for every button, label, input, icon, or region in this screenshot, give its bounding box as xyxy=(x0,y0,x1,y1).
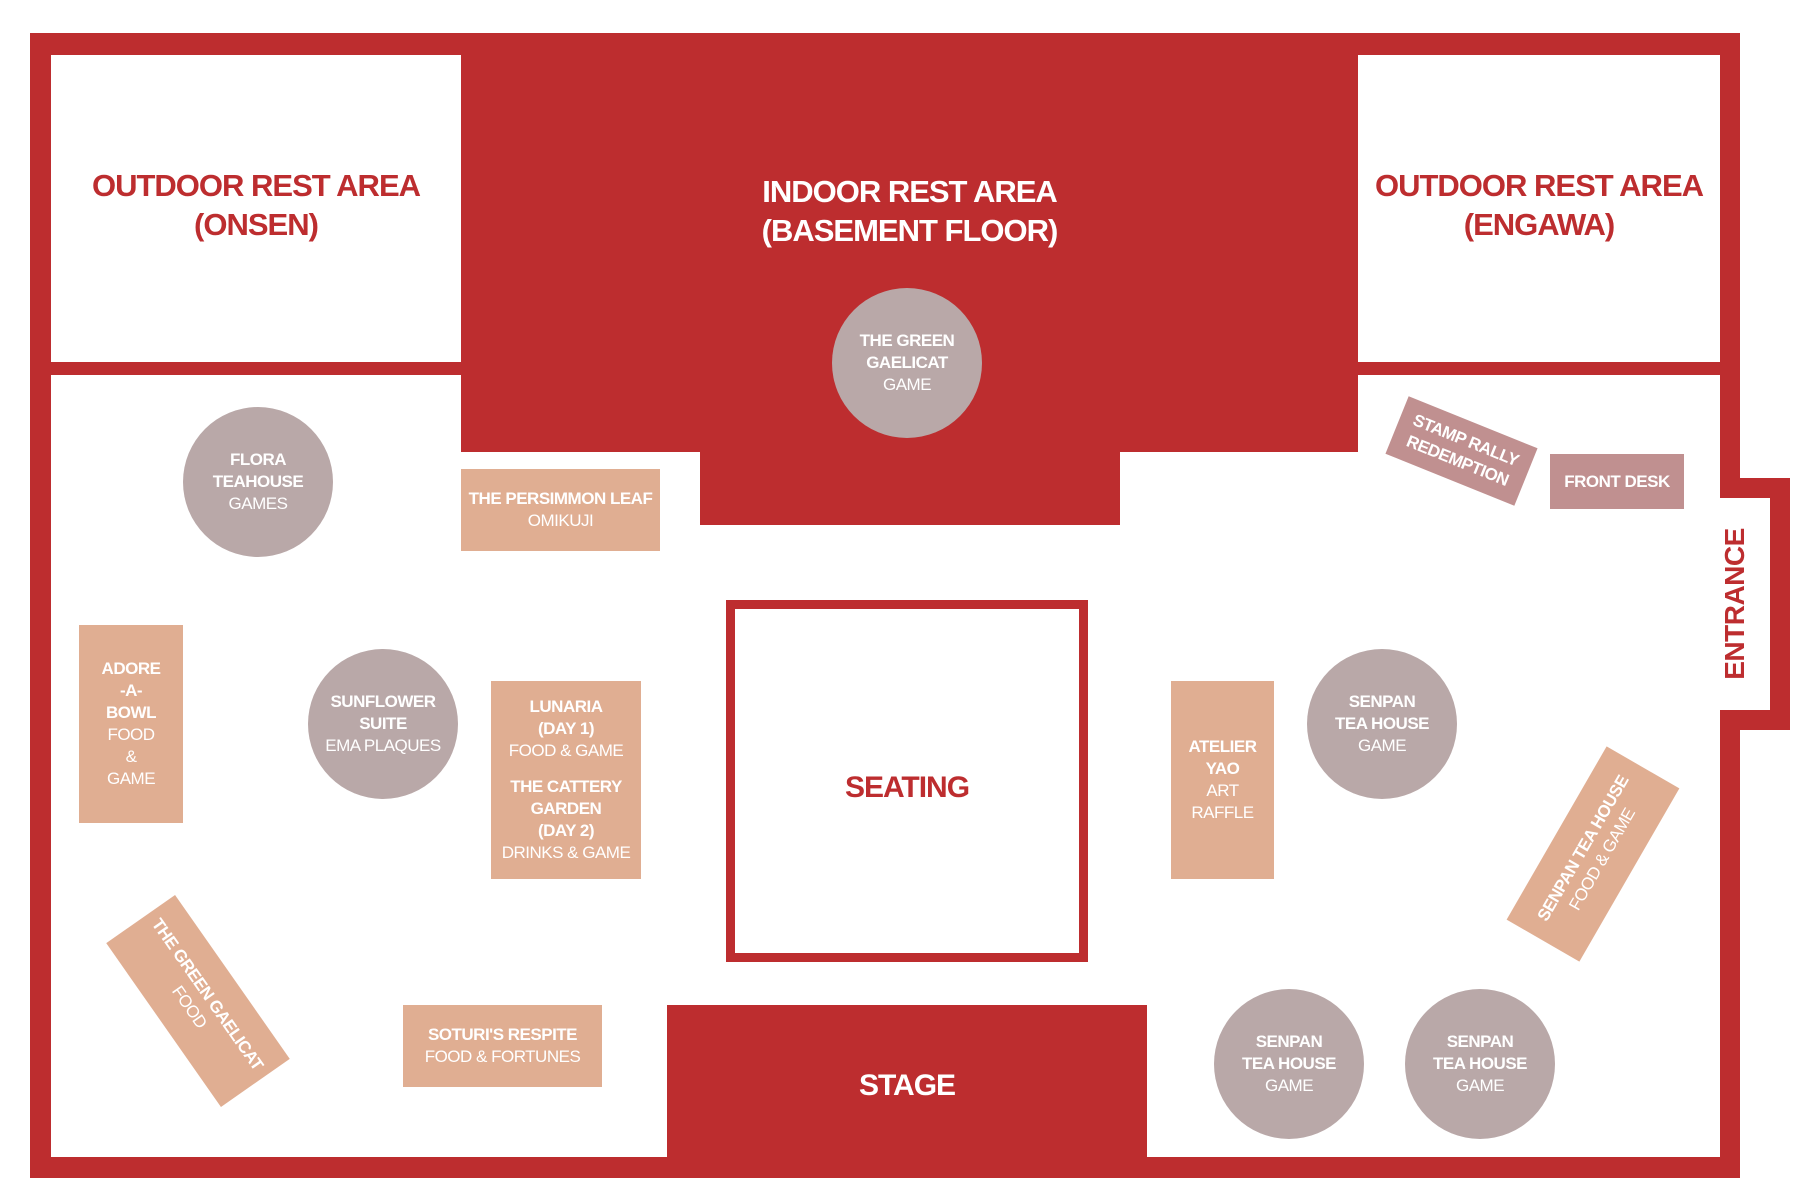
booth-soturis-respite[interactable]: SOTURI'S RESPITE FOOD & FORTUNES xyxy=(403,1005,602,1087)
booth-name: SENPAN xyxy=(1446,1032,1514,1051)
booth-category: GAME xyxy=(1357,736,1407,755)
booth-category: EMA PLAQUES xyxy=(325,736,441,755)
indoor-rest-title: INDOOR REST AREA xyxy=(762,174,1058,209)
booth-category: OMIKUJI xyxy=(527,511,594,530)
booth-name-day2: (DAY 2) xyxy=(537,821,595,840)
booth-name: FLORA xyxy=(229,450,287,469)
booth-category: FOOD & FORTUNES xyxy=(424,1047,581,1066)
booth-flora-teahouse[interactable]: FLORA TEAHOUSE GAMES xyxy=(183,407,333,557)
booth-sunflower-suite[interactable]: SUNFLOWER SUITE EMA PLAQUES xyxy=(308,649,458,799)
stage-label: STAGE xyxy=(858,1069,956,1102)
booth-category: GAME xyxy=(1264,1076,1314,1095)
booth-category: RAFFLE xyxy=(1191,803,1254,822)
outdoor-onsen-area[interactable]: OUTDOOR REST AREA (ONSEN) xyxy=(51,55,461,362)
booth-name: THE PERSIMMON LEAF xyxy=(468,489,653,508)
booth-front-desk[interactable]: FRONT DESK xyxy=(1550,454,1684,509)
booth-name: SENPAN xyxy=(1348,692,1416,711)
booth-name: GAELICAT xyxy=(866,353,948,372)
booth-name: (DAY 1) xyxy=(537,719,595,738)
booth-category: FOOD & GAME xyxy=(508,741,624,760)
booth-category: FOOD xyxy=(107,725,155,744)
booth-category: & xyxy=(125,747,137,766)
booth-name: ATELIER xyxy=(1188,737,1257,756)
booth-atelier-yao[interactable]: ATELIER YAO ART RAFFLE xyxy=(1171,681,1274,879)
booth-category-day2: DRINKS & GAME xyxy=(501,843,631,862)
booth-name-day2: GARDEN xyxy=(530,799,602,818)
booth-name: SOTURI'S RESPITE xyxy=(427,1025,578,1044)
booth-category: GAME xyxy=(882,375,932,394)
booth-name: SUNFLOWER xyxy=(330,692,436,711)
booth-category: GAMES xyxy=(228,494,288,513)
booth-category: GAME xyxy=(1455,1076,1505,1095)
outdoor-onsen-subtitle: (ONSEN) xyxy=(194,206,319,242)
booth-senpan-tea-house-game-1[interactable]: SENPAN TEA HOUSE GAME xyxy=(1307,649,1457,799)
booth-name: SUITE xyxy=(359,714,407,733)
entrance-text: ENTRANCE xyxy=(1719,528,1750,680)
booth-category: ART xyxy=(1206,781,1239,800)
outdoor-engawa-area[interactable]: OUTDOOR REST AREA (ENGAWA) xyxy=(1358,55,1720,362)
booth-name: SENPAN xyxy=(1255,1032,1323,1051)
indoor-rest-area-extension xyxy=(700,450,1120,525)
booth-senpan-tea-house-game-3[interactable]: SENPAN TEA HOUSE GAME xyxy=(1405,989,1555,1139)
indoor-rest-subtitle: (BASEMENT FLOOR) xyxy=(761,212,1059,248)
booth-name: -A- xyxy=(119,681,143,700)
booth-lunaria-cattery-garden[interactable]: LUNARIA (DAY 1) FOOD & GAME THE CATTERY … xyxy=(491,681,641,879)
booth-category: GAME xyxy=(106,769,156,788)
booth-name: FRONT DESK xyxy=(1564,471,1670,491)
booth-name: TEA HOUSE xyxy=(1241,1054,1337,1073)
booth-persimmon-leaf[interactable]: THE PERSIMMON LEAF OMIKUJI xyxy=(461,469,660,551)
booth-name-day2: THE CATTERY xyxy=(510,777,622,796)
stage[interactable]: STAGE xyxy=(667,1005,1147,1165)
booth-name: TEAHOUSE xyxy=(212,472,304,491)
booth-name: TEA HOUSE xyxy=(1432,1054,1528,1073)
booth-green-gaelicat-game[interactable]: THE GREEN GAELICAT GAME xyxy=(832,288,982,438)
booth-name: LUNARIA xyxy=(529,697,604,716)
seating-label: SEATING xyxy=(844,771,970,804)
booth-senpan-tea-house-game-2[interactable]: SENPAN TEA HOUSE GAME xyxy=(1214,989,1364,1139)
booth-name: THE GREEN xyxy=(859,331,955,350)
seating-area[interactable]: SEATING xyxy=(726,600,1088,962)
booth-name: TEA HOUSE xyxy=(1334,714,1430,733)
booth-name: BOWL xyxy=(106,703,156,722)
booth-name: ADORE xyxy=(101,659,161,678)
booth-name: YAO xyxy=(1205,759,1240,778)
booth-adore-a-bowl[interactable]: ADORE -A- BOWL FOOD & GAME xyxy=(79,625,183,823)
outdoor-onsen-title: OUTDOOR REST AREA xyxy=(91,168,421,203)
outdoor-engawa-subtitle: (ENGAWA) xyxy=(1463,206,1615,242)
outdoor-engawa-title: OUTDOOR REST AREA xyxy=(1374,168,1704,203)
